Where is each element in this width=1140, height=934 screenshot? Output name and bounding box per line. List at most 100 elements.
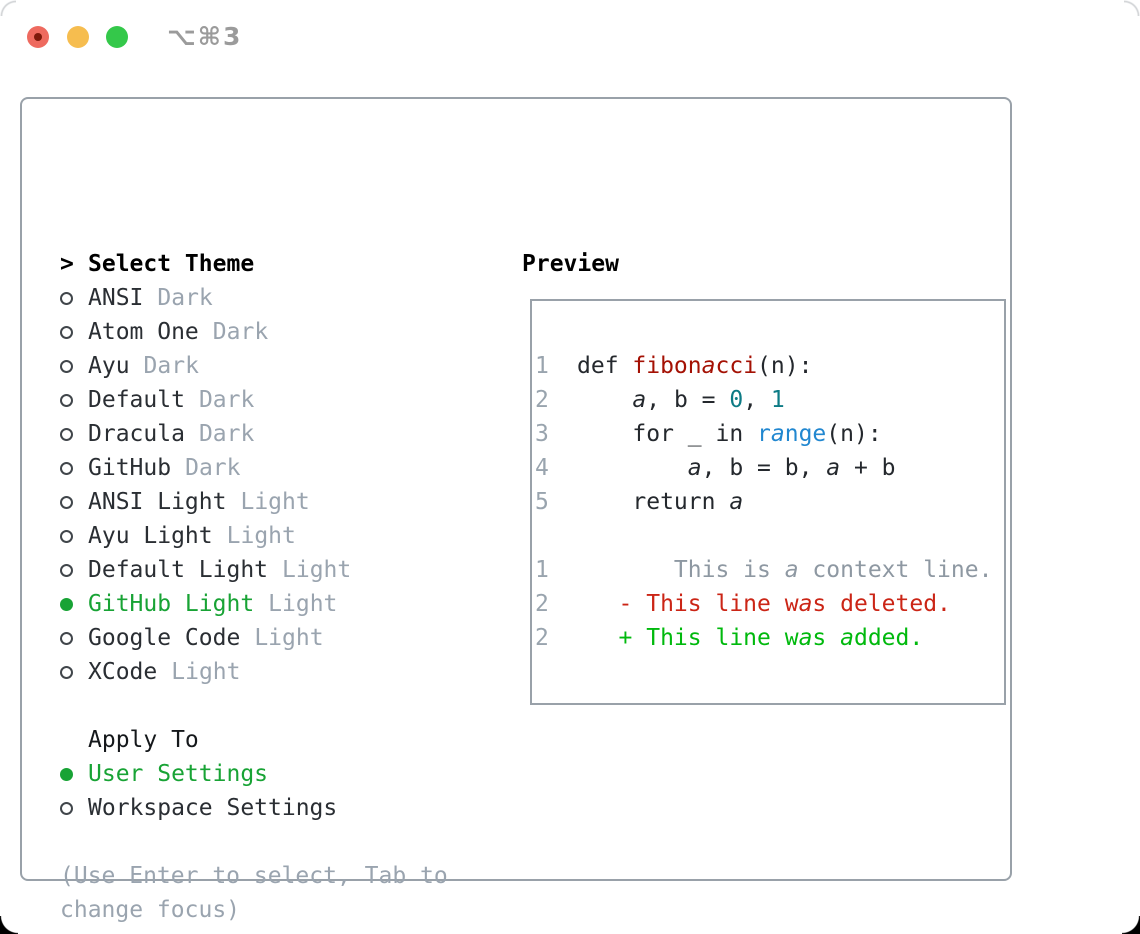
theme-variant-label: Dark	[198, 387, 255, 413]
code-text: return a	[577, 489, 743, 515]
theme-name: Dracula	[88, 421, 185, 447]
unselected-radio-icon	[60, 427, 73, 441]
close-dot-icon	[34, 33, 42, 41]
radio-icon	[60, 631, 88, 645]
theme-name: XCode	[88, 659, 158, 685]
theme-name: Google Code	[88, 625, 241, 651]
theme-option-github[interactable]: GitHub Dark	[60, 451, 490, 485]
hint-text: (Use Enter to select, Tab to change focus…	[60, 859, 490, 927]
theme-variant-label: Light	[282, 557, 352, 583]
line-number: 1	[535, 557, 549, 583]
theme-variant-label: Light	[226, 523, 296, 549]
code-segment: a, b = b, a + b	[687, 455, 896, 481]
code-segment: - This line was deleted.	[577, 591, 951, 617]
theme-variant-label: Dark	[157, 285, 213, 311]
line-number: 4	[535, 455, 549, 481]
window-corner-top-left	[0, 0, 16, 16]
code-segment: This is a context line.	[577, 557, 993, 583]
unselected-radio-icon	[60, 325, 73, 339]
radio-icon	[60, 563, 88, 577]
code-line: 1 This is a context line.	[532, 553, 1004, 587]
unselected-radio-icon	[60, 359, 73, 373]
code-segment: ,	[743, 387, 771, 413]
unselected-radio-icon	[60, 529, 73, 543]
unselected-radio-icon	[60, 563, 73, 577]
code-segment: for _ in	[577, 421, 758, 447]
theme-variant-label: Light	[254, 625, 324, 651]
code-segment: + This line was added.	[577, 625, 924, 651]
radio-icon	[60, 767, 88, 781]
unselected-radio-icon	[60, 631, 73, 645]
apply-option-label: Workspace Settings	[88, 795, 338, 821]
theme-name: Default Light	[88, 557, 269, 583]
apply-option-user-settings[interactable]: User Settings	[60, 757, 490, 791]
selected-radio-icon	[60, 767, 73, 781]
theme-variant-label: Light	[171, 659, 241, 685]
theme-name: GitHub	[88, 455, 172, 481]
code-segment: a, b =	[632, 387, 730, 413]
theme-variant-label: Dark	[198, 421, 255, 447]
minimize-button[interactable]	[67, 26, 89, 48]
line-number: 2	[535, 591, 549, 617]
theme-variant-label: Dark	[212, 319, 269, 345]
line-number: 1	[535, 353, 549, 379]
theme-option-xcode[interactable]: XCode Light	[60, 655, 490, 689]
radio-icon	[60, 325, 88, 339]
radio-icon	[60, 495, 88, 509]
code-text: a, b = 0, 1	[577, 387, 785, 413]
cursor-icon: >	[60, 251, 74, 277]
code-line: 2 + This line was added.	[532, 621, 1004, 655]
unselected-radio-icon	[60, 393, 73, 407]
theme-name: Atom One	[88, 319, 199, 345]
spacer	[60, 825, 490, 859]
theme-option-dracula[interactable]: Dracula Dark	[60, 417, 490, 451]
code-text: def fibonacci(n):	[577, 353, 812, 379]
code-segment: (n):	[826, 421, 882, 447]
radio-icon	[60, 801, 88, 815]
zoom-button[interactable]	[106, 26, 128, 48]
code-text: for _ in range(n):	[577, 421, 882, 447]
line-number: 5	[535, 489, 549, 515]
theme-variant-label: Light	[268, 591, 338, 617]
line-number: 3	[535, 421, 549, 447]
code-segment: fibonacci	[632, 353, 758, 379]
apply-option-workspace-settings[interactable]: Workspace Settings	[60, 791, 490, 825]
preview-header: Preview	[522, 247, 619, 281]
theme-option-google-code[interactable]: Google Code Light	[60, 621, 490, 655]
spacer	[60, 689, 490, 723]
window-title: ⌥⌘3	[167, 22, 243, 51]
code-text: + This line was added.	[577, 625, 924, 651]
hint-line: (Use Enter to select, Tab to	[60, 863, 448, 889]
window-corner-bottom-left	[0, 916, 18, 934]
theme-option-atom-one[interactable]: Atom One Dark	[60, 315, 490, 349]
hint-line: change focus)	[60, 897, 241, 923]
radio-icon	[60, 461, 88, 475]
code-segment: 0	[729, 387, 744, 413]
theme-variant-label: Dark	[185, 455, 241, 481]
code-segment: def	[577, 353, 633, 379]
theme-name: Ayu	[88, 353, 130, 379]
code-line	[532, 519, 1004, 553]
window-corner-top-right	[1124, 0, 1140, 16]
code-text: a, b = b, a + b	[577, 455, 896, 481]
radio-icon	[60, 529, 88, 543]
apply-to-header: Apply To	[60, 723, 490, 757]
close-button[interactable]	[27, 26, 49, 48]
code-segment: range	[757, 421, 827, 447]
code-segment: (n):	[757, 353, 813, 379]
line-number: 2	[535, 625, 549, 651]
theme-option-default-light[interactable]: Default Light Light	[60, 553, 490, 587]
code-line: 1 def fibonacci(n):	[532, 349, 1004, 383]
code-segment: 1	[770, 387, 785, 413]
theme-variant-label: Light	[240, 489, 310, 515]
code-segment: return a	[577, 489, 744, 515]
